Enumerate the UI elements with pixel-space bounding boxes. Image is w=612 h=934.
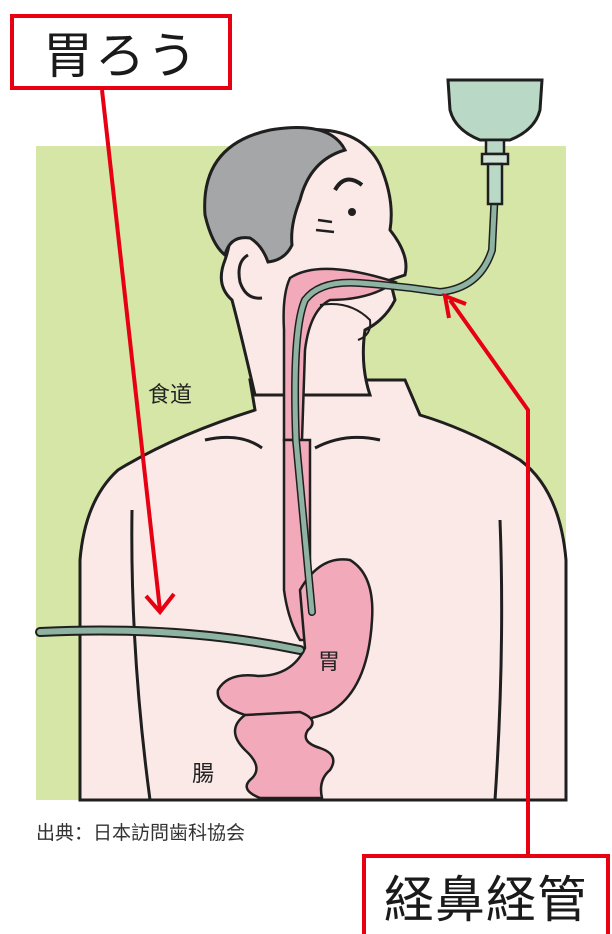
eye (348, 208, 356, 216)
nasogastric-tube-label: 経鼻経管 (362, 854, 610, 934)
gastrostomy-label-text: 胃ろう (43, 16, 199, 88)
intestine-label: 腸 (192, 756, 214, 788)
source-credit: 出典：日本訪問歯科協会 (36, 818, 245, 845)
stomach-label: 胃 (318, 644, 340, 676)
gastrostomy-label: 胃ろう (10, 14, 232, 90)
esophagus-label: 食道 (148, 377, 192, 409)
nasogastric-tube-label-text: 経鼻経管 (384, 860, 588, 932)
